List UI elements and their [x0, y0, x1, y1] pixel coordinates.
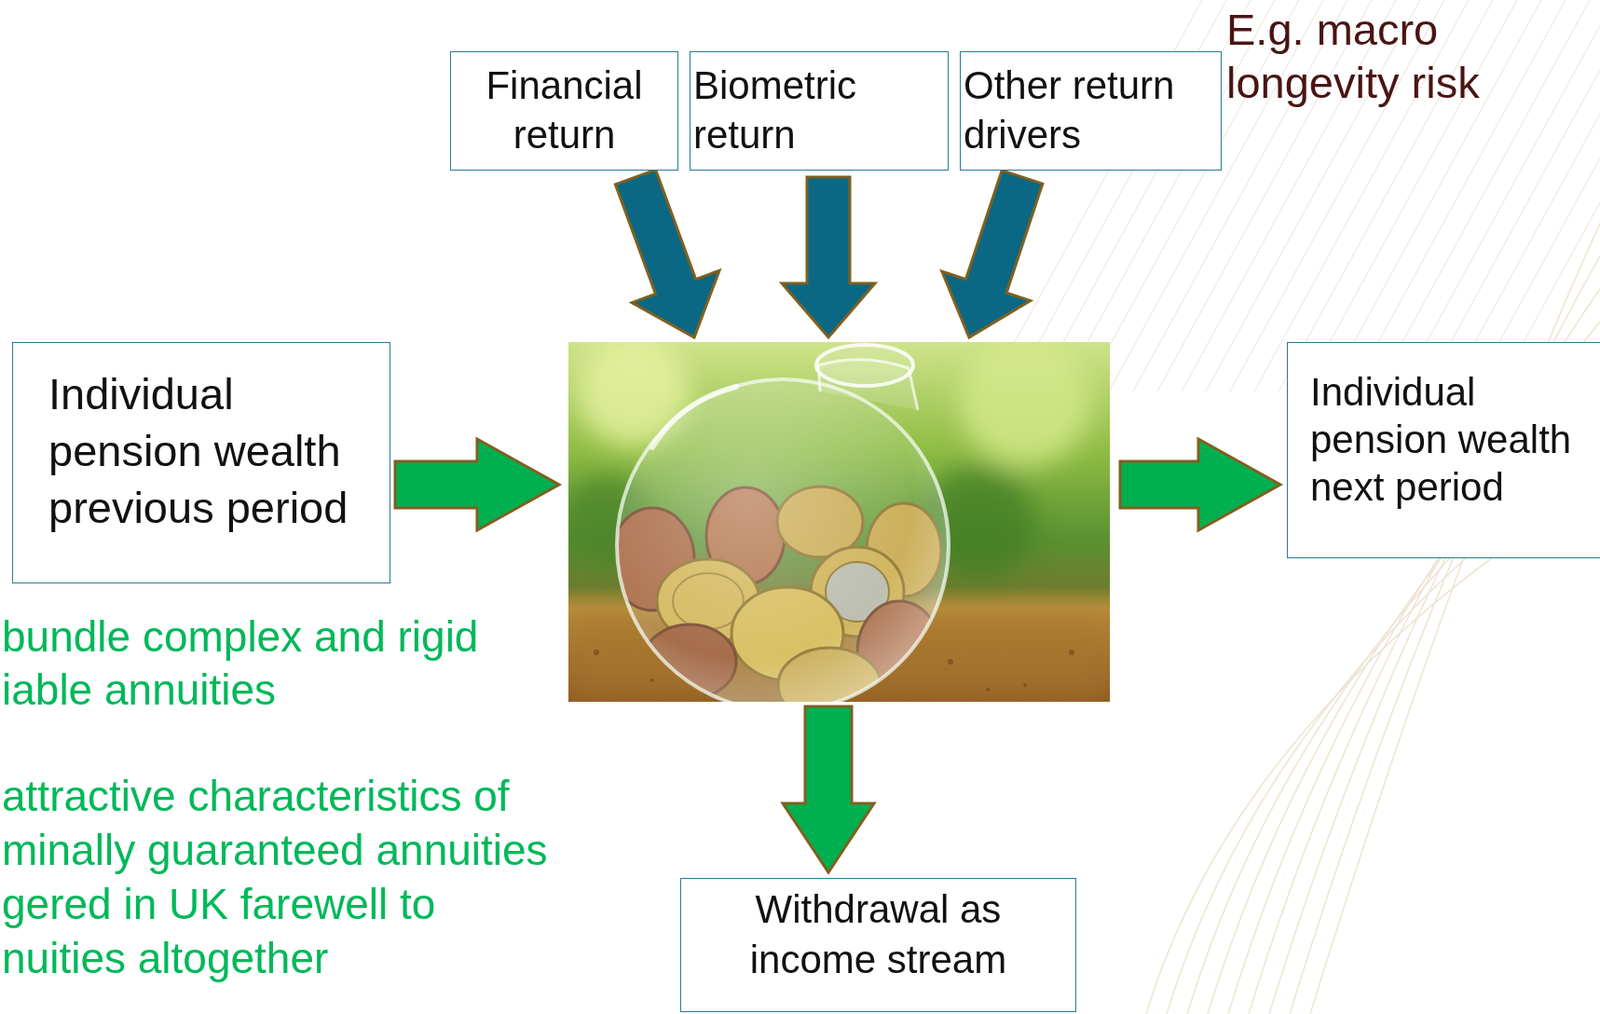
income-box: Withdrawal as income stream — [680, 877, 1077, 1012]
note-text: E.g. macro longevity risk — [1226, 2, 1506, 110]
box-text: Withdrawal as income stream — [699, 884, 1057, 985]
note-text: bundle complex and rigid iable annuities — [1, 610, 560, 717]
box-text: Other return drivers — [963, 60, 1216, 160]
background-arc — [1228, 354, 1600, 1014]
note-text: attractive characteristics of minally gu… — [1, 768, 560, 985]
block-arrow — [781, 177, 876, 338]
wealth-box: Individual pension wealth next period — [1286, 341, 1600, 559]
return-box: Biometric return — [689, 51, 949, 171]
block-arrow — [395, 438, 560, 531]
box-text: Biometric return — [693, 60, 943, 160]
background-hatch — [1496, 0, 1600, 392]
block-arrow — [1120, 438, 1281, 531]
background-hatch — [1472, 0, 1600, 392]
block-arrows — [395, 169, 1281, 873]
coin-jar-photo — [568, 341, 1110, 702]
return-box: Other return drivers — [959, 51, 1222, 171]
return-box: Financial return — [450, 51, 679, 171]
box-text: Financial return — [456, 60, 672, 160]
wealth-box: Individual pension wealth previous perio… — [12, 341, 391, 584]
box-text: Individual pension wealth previous perio… — [48, 365, 381, 536]
block-arrow — [942, 170, 1043, 338]
box-text: Individual pension wealth next period — [1310, 368, 1575, 511]
block-arrow — [615, 169, 720, 338]
block-arrow — [782, 706, 875, 873]
